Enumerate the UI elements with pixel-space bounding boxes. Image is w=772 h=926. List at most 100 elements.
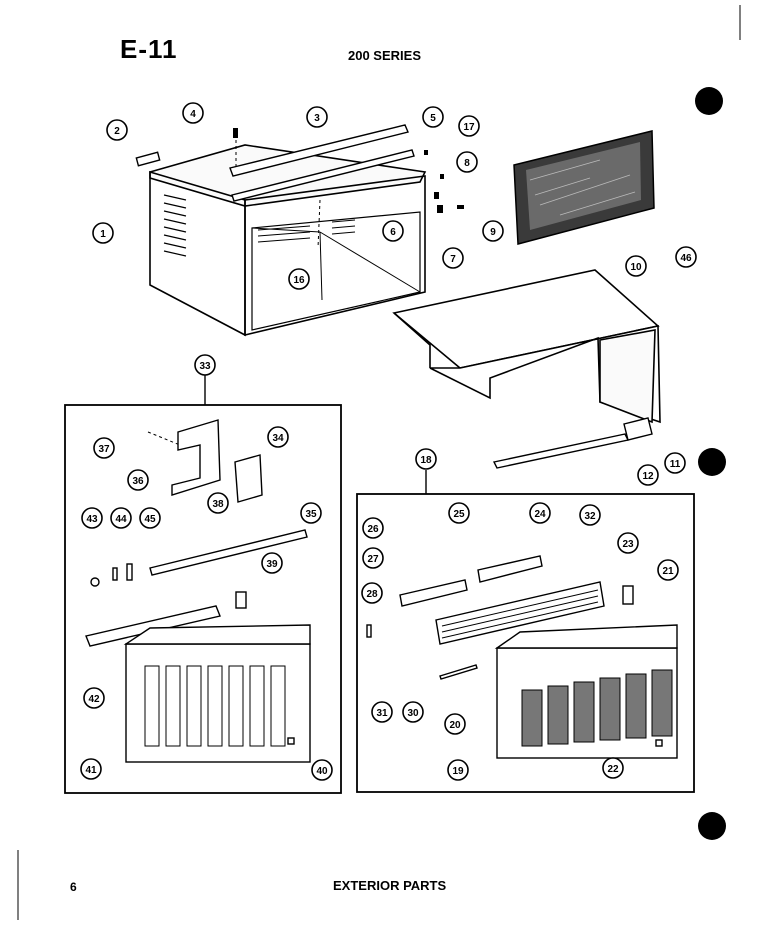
- callout-23: 23: [617, 532, 639, 554]
- callout-46: 46: [675, 246, 697, 268]
- callout-label: 25: [453, 509, 465, 520]
- callout-9: 9: [482, 220, 504, 242]
- callout-5: 5: [422, 106, 444, 128]
- left-kit-parts: [85, 419, 311, 763]
- callout-label: 35: [305, 509, 317, 520]
- callout-label: 30: [407, 708, 419, 719]
- callout-label: 8: [464, 158, 470, 169]
- side-rail-part: [492, 417, 653, 469]
- callout-label: 43: [86, 514, 98, 525]
- callout-label: 18: [420, 455, 432, 466]
- callout-label: 12: [642, 471, 654, 482]
- callout-27: 27: [362, 547, 384, 569]
- callout-20: 20: [444, 713, 466, 735]
- callout-25: 25: [448, 502, 470, 524]
- callout-label: 39: [266, 559, 278, 570]
- callout-21: 21: [657, 559, 679, 581]
- outer-cover-part: [392, 269, 661, 424]
- callout-6: 6: [382, 220, 404, 242]
- callout-label: 32: [584, 511, 596, 522]
- footer-title: EXTERIOR PARTS: [333, 878, 447, 893]
- callout-35: 35: [300, 502, 322, 524]
- callout-43: 43: [81, 507, 103, 529]
- callout-30: 30: [402, 701, 424, 723]
- punch-hole: [698, 448, 726, 476]
- callout-17: 17: [458, 115, 480, 137]
- callout-2: 2: [106, 119, 128, 141]
- callout-7: 7: [442, 247, 464, 269]
- diagram-code: E-11: [120, 34, 178, 64]
- callout-label: 20: [449, 720, 461, 731]
- callout-label: 3: [314, 113, 320, 124]
- callout-label: 41: [85, 765, 97, 776]
- callout-39: 39: [261, 552, 283, 574]
- callout-38: 38: [207, 492, 229, 514]
- punch-hole: [695, 87, 723, 115]
- callout-label: 42: [88, 694, 100, 705]
- callout-label: 24: [534, 509, 546, 520]
- callout-label: 28: [366, 589, 378, 600]
- callout-26: 26: [362, 517, 384, 539]
- callout-label: 11: [670, 459, 681, 470]
- callout-10: 10: [625, 255, 647, 277]
- callout-44: 44: [110, 507, 132, 529]
- callout-label: 26: [367, 524, 379, 535]
- callout-4: 4: [182, 102, 204, 124]
- callout-label: 6: [390, 227, 396, 238]
- callout-label: 27: [367, 554, 379, 565]
- callout-1: 1: [92, 222, 114, 244]
- callout-45: 45: [139, 507, 161, 529]
- callout-label: 34: [272, 433, 284, 444]
- callout-label: 5: [430, 113, 436, 124]
- callout-label: 19: [452, 766, 464, 777]
- callout-label: 10: [630, 262, 642, 273]
- kit-box-right: [356, 493, 695, 793]
- callout-label: 40: [316, 766, 328, 777]
- callout-label: 17: [463, 122, 475, 133]
- callout-label: 9: [490, 227, 496, 238]
- callout-label: 2: [114, 126, 120, 137]
- callout-8: 8: [456, 151, 478, 173]
- punch-hole: [698, 812, 726, 840]
- callout-12: 12: [637, 464, 659, 486]
- callout-label: 45: [144, 514, 156, 525]
- leader-lines: [147, 140, 321, 446]
- hardware-parts: [233, 128, 464, 213]
- callout-label: 7: [450, 254, 456, 265]
- callout-24: 24: [529, 502, 551, 524]
- callout-label: 36: [132, 476, 144, 487]
- series-title: 200 SERIES: [348, 48, 421, 63]
- callout-18: 18: [415, 448, 437, 470]
- callout-label: 31: [376, 708, 388, 719]
- callout-label: 16: [293, 275, 305, 286]
- callout-32: 32: [579, 504, 601, 526]
- callout-label: 22: [607, 764, 619, 775]
- callout-19: 19: [447, 759, 469, 781]
- callout-41: 41: [80, 758, 102, 780]
- callout-label: 33: [199, 361, 211, 372]
- callout-label: 4: [190, 109, 196, 120]
- cabinet-part: [149, 144, 427, 337]
- callout-label: 23: [622, 539, 634, 550]
- callout-3: 3: [306, 106, 328, 128]
- callout-22: 22: [602, 757, 624, 779]
- callout-label: 44: [115, 514, 127, 525]
- kit-box-left: [64, 404, 342, 794]
- page-number: 6: [70, 880, 77, 894]
- right-kit-parts: [366, 555, 678, 759]
- callout-label: 38: [212, 499, 224, 510]
- callout-36: 36: [127, 469, 149, 491]
- callout-33: 33: [194, 354, 216, 376]
- callout-label: 37: [98, 444, 110, 455]
- top-rail-part: [135, 124, 415, 202]
- callout-42: 42: [83, 687, 105, 709]
- callout-label: 21: [662, 566, 674, 577]
- callout-34: 34: [267, 426, 289, 448]
- callout-37: 37: [93, 437, 115, 459]
- callout-28: 28: [361, 582, 383, 604]
- callout-11: 11: [664, 452, 686, 474]
- callout-31: 31: [371, 701, 393, 723]
- callout-16: 16: [288, 268, 310, 290]
